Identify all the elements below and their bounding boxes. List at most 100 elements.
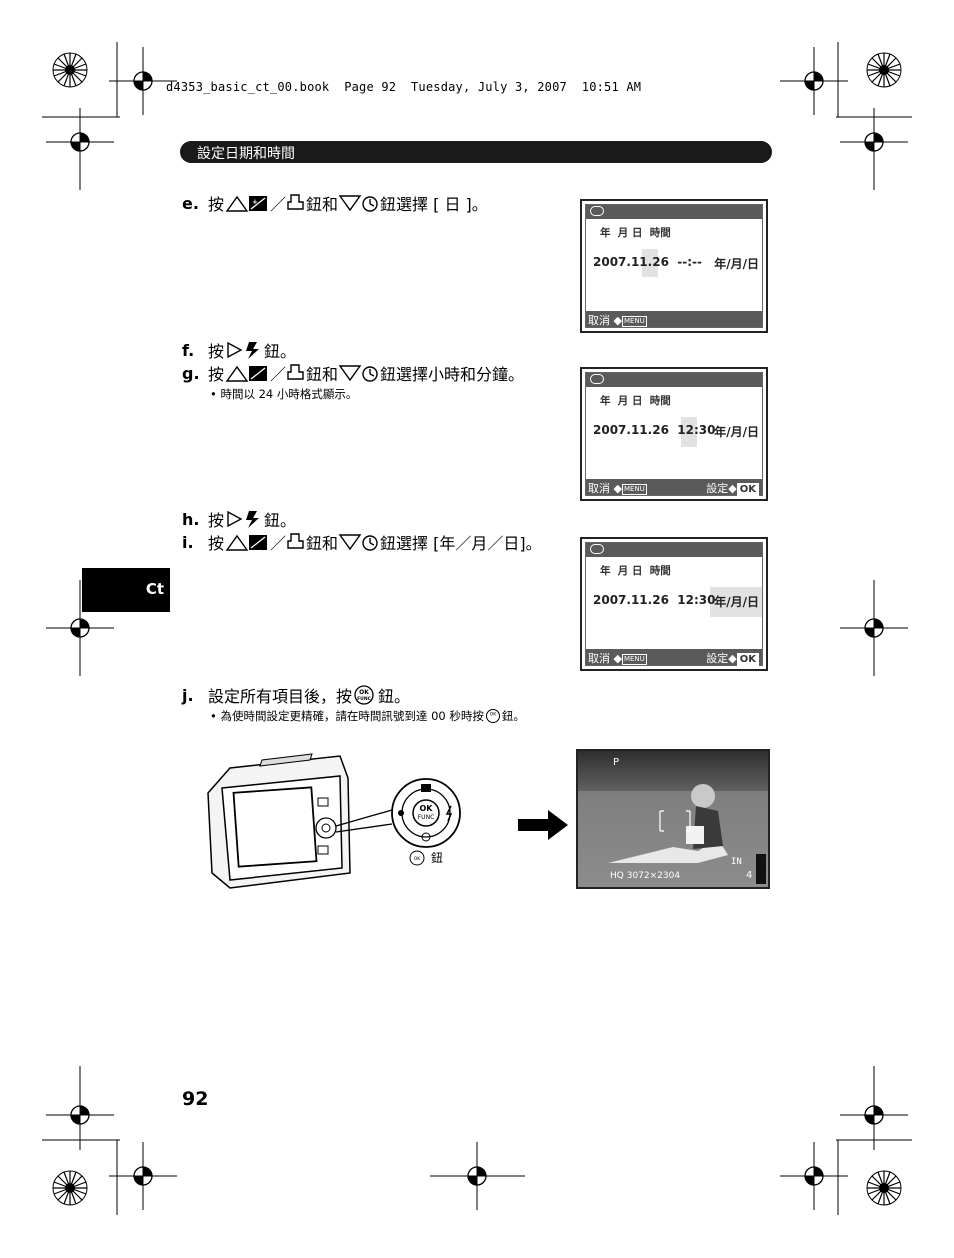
step-text: 按: [208, 534, 225, 553]
clock-icon: [590, 206, 604, 216]
step-text: 鈕。: [264, 342, 297, 361]
down-selftimer-icon: [338, 193, 380, 213]
file-info: d4353_basic_ct_00.book Page 92 Tuesday, …: [166, 80, 642, 94]
menu-badge: MENU: [621, 315, 647, 327]
up-exposure-icon: [224, 363, 270, 383]
right-flash-icon: [224, 509, 264, 529]
lcd-headers: 年 月 日 時間: [600, 565, 671, 577]
note-24h: • 時間以 24 小時格式顯示。: [210, 387, 358, 401]
svg-text:OK: OK: [359, 689, 369, 696]
step-f: f. 按 鈕。: [182, 338, 296, 362]
memory-indicator: IN: [731, 857, 742, 867]
camera-illustration: OK FUNC OK 鈕: [207, 753, 461, 889]
step-i: i. 按 ／ 鈕和 鈕選擇 [年／月／日]。: [182, 530, 542, 554]
button-caption: 鈕: [431, 851, 443, 865]
step-h: h. 按 鈕。: [182, 507, 296, 531]
shots-remaining: 4: [746, 870, 752, 881]
svg-text:OK: OK: [414, 856, 422, 862]
separator: ／: [270, 195, 287, 214]
step-label: i.: [182, 532, 194, 552]
note-precision: • 為使時間設定更精確，請在時間訊號到達 00 秒時按 OK 鈕。: [210, 708, 525, 724]
lcd-highlight: [642, 249, 658, 277]
arrow-right-icon: [518, 810, 568, 840]
print-icon: [286, 363, 306, 383]
ok-badge: OK: [736, 653, 759, 666]
step-text: 鈕選擇 [ 日 ]。: [380, 195, 488, 214]
note-text: • 為使時間設定更精確，請在時間訊號到達 00 秒時按: [210, 709, 484, 723]
menu-badge: MENU: [621, 483, 647, 495]
image-quality: HQ 3072×2304: [610, 871, 680, 881]
separator: ／: [270, 534, 287, 553]
language-tab-label: Ct: [145, 580, 164, 598]
lcd-bottombar: 取消 ◆MENU: [586, 311, 762, 327]
sample-photo: P IN HQ 3072×2304 4: [576, 749, 770, 889]
up-exposure-icon: +: [224, 193, 270, 213]
lcd-format: 年/月/日: [714, 425, 759, 439]
cancel-label: 取消: [588, 652, 610, 665]
lcd-headers: 年 月 日 時間: [600, 395, 671, 407]
lcd-value: 2007.11.26 12:30: [593, 593, 716, 607]
right-flash-icon: [224, 340, 264, 360]
lcd-topbar: [586, 205, 762, 219]
down-selftimer-icon: [338, 532, 380, 552]
step-text: 按: [208, 365, 225, 384]
step-text: 鈕。: [378, 687, 411, 706]
lcd-format: 年/月/日: [714, 257, 759, 271]
step-text: 按: [208, 511, 225, 530]
registration-mark-icon: [52, 52, 88, 88]
step-label: h.: [182, 509, 200, 529]
step-text: 按: [208, 342, 225, 361]
step-text: 鈕和: [306, 534, 339, 553]
lcd-topbar: [586, 373, 762, 387]
confirm-label: 設定: [706, 482, 729, 495]
svg-text:FUNC: FUNC: [357, 696, 371, 702]
lcd-highlight: [681, 417, 697, 447]
step-text: 鈕。: [264, 511, 297, 530]
step-text: 按: [208, 195, 225, 214]
lcd-bottombar: 取消 ◆MENU 設定◆OK: [586, 649, 762, 666]
ok-label: OK: [420, 804, 434, 813]
step-label: g.: [182, 363, 200, 383]
step-label: f.: [182, 340, 195, 360]
print-icon: [286, 193, 306, 213]
menu-badge: MENU: [621, 653, 647, 665]
print-icon: [286, 532, 306, 552]
confirm-label: 設定: [706, 652, 729, 665]
func-label: FUNC: [418, 814, 435, 821]
clock-icon: [590, 374, 604, 384]
step-g: g. 按 ／ 鈕和 鈕選擇小時和分鐘。: [182, 361, 524, 385]
clock-icon: [590, 544, 604, 554]
step-e: e. 按 + ／ 鈕和 鈕選擇 [ 日 ]。: [182, 191, 488, 215]
step-text: 鈕和: [306, 365, 339, 384]
cancel-label: 取消: [588, 314, 610, 327]
lcd-value: 2007.11.26 --:--: [593, 255, 702, 269]
language-tab: Ct: [82, 568, 170, 612]
step-text: 鈕和: [306, 195, 339, 214]
lcd-bottombar: 取消 ◆MENU 設定◆OK: [586, 479, 762, 496]
svg-text:OK: OK: [490, 712, 498, 718]
page-number: 92: [182, 1088, 209, 1110]
lcd-value: 2007.11.26 12:30: [593, 423, 716, 437]
note-text: 鈕。: [501, 709, 525, 723]
svg-text:+: +: [252, 198, 258, 206]
lcd-headers: 年 月 日 時間: [600, 227, 671, 239]
lcd-screen-day: 年 月 日 時間 2007.11.26 --:-- 年/月/日 取消 ◆MENU: [580, 199, 768, 333]
lcd-format: 年/月/日: [714, 595, 759, 609]
lcd-topbar: [586, 543, 762, 557]
lcd-screen-time: 年 月 日 時間 2007.11.26 12:30 年/月/日 取消 ◆MENU…: [580, 367, 768, 501]
down-selftimer-icon: [338, 363, 380, 383]
step-text: 鈕選擇小時和分鐘。: [380, 365, 525, 384]
lcd-highlight: [710, 587, 762, 617]
up-exposure-icon: [224, 532, 270, 552]
step-label: e.: [182, 193, 199, 213]
section-title: 設定日期和時間: [197, 146, 295, 162]
section-title-bar: 設定日期和時間: [180, 141, 772, 163]
ok-badge: OK: [736, 483, 759, 496]
step-text: 鈕選擇 [年／月／日]。: [380, 534, 542, 553]
ok-func-icon: OK: [485, 709, 500, 723]
mode-indicator: P: [613, 757, 619, 768]
step-text: 設定所有項目後，按: [208, 687, 353, 706]
